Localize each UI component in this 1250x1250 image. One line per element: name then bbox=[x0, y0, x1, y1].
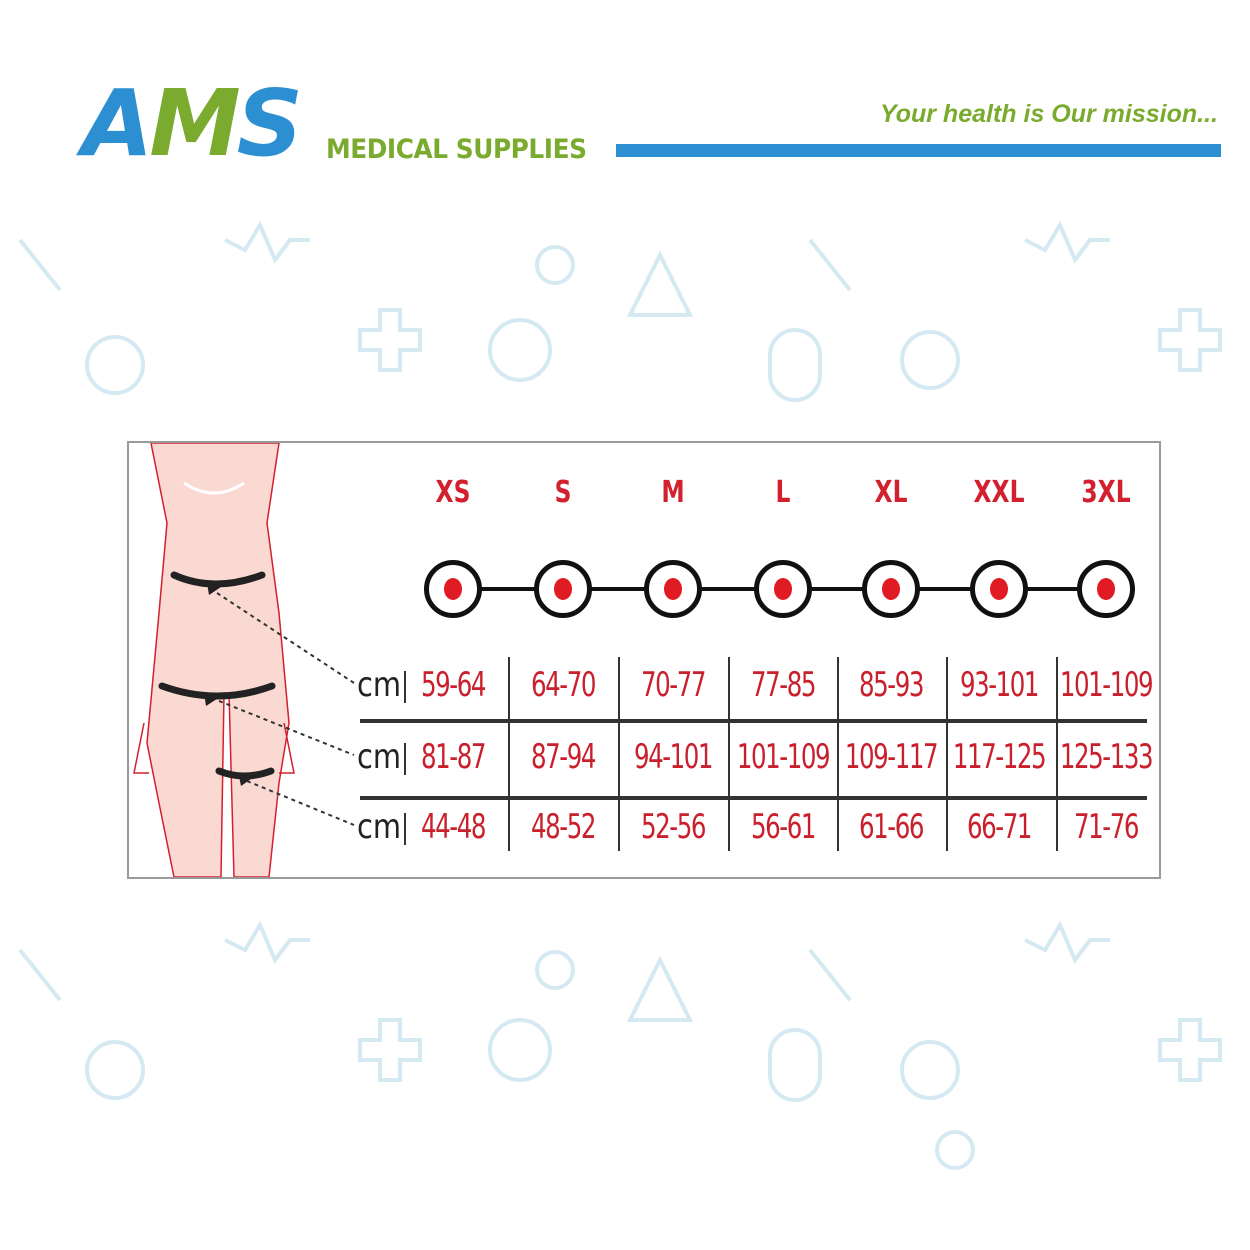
size-marker-icon bbox=[534, 560, 592, 618]
header-divider bbox=[616, 144, 1221, 157]
measurement-cell: 48-52 bbox=[531, 807, 596, 847]
marker-dot-icon bbox=[882, 578, 900, 600]
marker-dot-icon bbox=[1097, 578, 1115, 600]
size-marker-icon bbox=[644, 560, 702, 618]
measurement-cell: 52-56 bbox=[641, 807, 706, 847]
size-chart: XS S M L XL XXL 3XL cm 59-64 64-70 70-77 77-85 85-93… bbox=[127, 441, 1161, 879]
unit-label: cm bbox=[356, 807, 402, 847]
size-label: XS bbox=[435, 475, 471, 510]
measurement-cell: 101-109 bbox=[1059, 665, 1154, 705]
brand-subtitle: MEDICAL SUPPLIES bbox=[326, 134, 587, 165]
size-marker-icon bbox=[970, 560, 1028, 618]
marker-dot-icon bbox=[444, 578, 462, 600]
size-marker-icon bbox=[754, 560, 812, 618]
marker-dot-icon bbox=[990, 578, 1008, 600]
size-label: XXL bbox=[973, 475, 1025, 510]
size-label: 3XL bbox=[1081, 475, 1131, 510]
unit-label: cm bbox=[356, 737, 402, 777]
measurement-cell: 101-109 bbox=[736, 737, 831, 777]
measurement-cell: 85-93 bbox=[859, 665, 924, 705]
measurement-cell: 56-61 bbox=[751, 807, 816, 847]
brand-tagline: Your health is Our mission... bbox=[879, 100, 1218, 128]
measurement-cell: 70-77 bbox=[641, 665, 706, 705]
size-label: L bbox=[775, 475, 791, 510]
measurement-cell: 87-94 bbox=[531, 737, 596, 777]
measurement-cell: 81-87 bbox=[421, 737, 486, 777]
measurement-cell: 64-70 bbox=[531, 665, 596, 705]
size-label: S bbox=[554, 475, 572, 510]
body-figure-illustration bbox=[133, 443, 1147, 877]
measurement-cell: 93-101 bbox=[959, 665, 1040, 705]
size-marker-icon bbox=[1077, 560, 1135, 618]
measurement-cell: 59-64 bbox=[421, 665, 486, 705]
measurement-cell: 125-133 bbox=[1059, 737, 1154, 777]
size-label: XL bbox=[874, 475, 908, 510]
measurement-cell: 44-48 bbox=[421, 807, 486, 847]
measurement-cell: 61-66 bbox=[859, 807, 924, 847]
size-marker-icon bbox=[862, 560, 920, 618]
size-marker-icon bbox=[424, 560, 482, 618]
measurement-cell: 109-117 bbox=[844, 737, 939, 777]
measurement-cell: 66-71 bbox=[967, 807, 1032, 847]
marker-dot-icon bbox=[664, 578, 682, 600]
marker-dot-icon bbox=[774, 578, 792, 600]
measurement-cell: 117-125 bbox=[952, 737, 1047, 777]
measurement-cell: 77-85 bbox=[751, 665, 816, 705]
brand-logo: AMS bbox=[82, 70, 303, 177]
measurement-cell: 71-76 bbox=[1074, 807, 1139, 847]
size-label: M bbox=[661, 475, 685, 510]
marker-dot-icon bbox=[554, 578, 572, 600]
unit-label: cm bbox=[356, 665, 402, 705]
measurement-cell: 94-101 bbox=[633, 737, 714, 777]
